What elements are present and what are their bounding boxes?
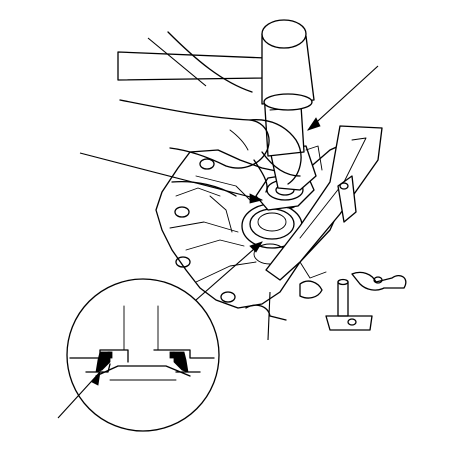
driver-leader [307,65,379,131]
support-plate [265,125,383,281]
bracket-parts [245,271,407,331]
hammer [117,19,315,111]
detail-leader [195,241,263,301]
detail-seal-leader [57,371,101,419]
technician-hand [119,31,302,197]
hammer-leader [147,37,207,87]
seal-leader [79,152,263,201]
callout-leaders [57,37,379,419]
detail-view-circle [66,278,220,432]
